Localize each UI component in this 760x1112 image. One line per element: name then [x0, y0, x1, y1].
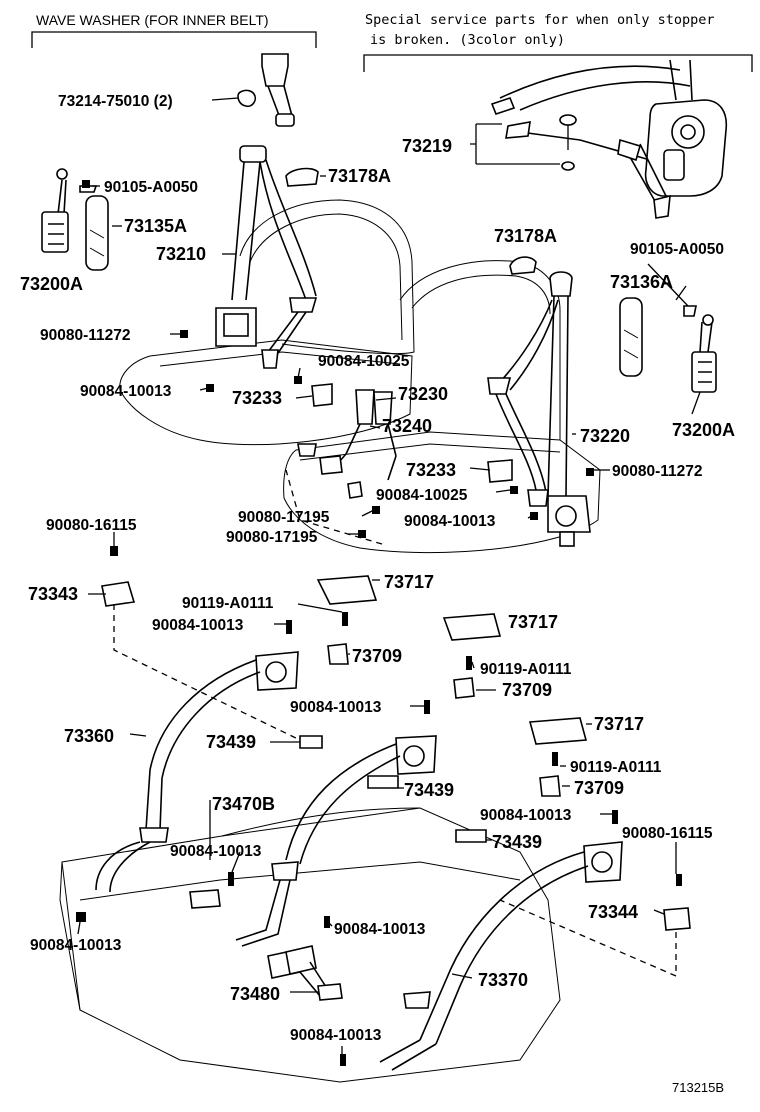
front-left-belt-73210: [215, 145, 318, 369]
label-73200A-right: 73200A: [672, 420, 735, 440]
label-73233-left: 73233: [232, 388, 282, 408]
label-73709-c: 73709: [574, 778, 624, 798]
front-right-belt-73220: [487, 271, 591, 547]
label-73200A-left: 73200A: [20, 274, 83, 294]
cover-73178A-left: [285, 167, 319, 187]
label-73360: 73360: [64, 726, 114, 746]
label-73439-c: 73439: [492, 832, 542, 852]
label-73219: 73219: [402, 136, 452, 156]
label-90119-A0111-a: 90119-A0111: [182, 595, 274, 612]
label-73135A: 73135A: [124, 216, 187, 236]
label-73439-a: 73439: [206, 732, 256, 752]
label-90105-A0050-right: 90105-A0050: [630, 241, 724, 258]
label-73480: 73480: [230, 984, 280, 1004]
label-73220: 73220: [580, 426, 630, 446]
label-73709-b: 73709: [502, 680, 552, 700]
label-73214-75010: 73214-75010 (2): [58, 93, 173, 110]
label-73136A: 73136A: [610, 272, 673, 292]
label-90080-11272-right: 90080-11272: [612, 463, 703, 480]
center-belt-73470B: [189, 735, 437, 947]
label-73709-a: 73709: [352, 646, 402, 666]
label-90084-10013-e: 90084-10013: [480, 807, 572, 824]
label-73240: 73240: [382, 416, 432, 436]
label-73343: 73343: [28, 584, 78, 604]
label-90080-17195-b: 90080-17195: [226, 529, 318, 546]
label-73178A-right: 73178A: [494, 226, 557, 246]
label-90119-A0111-b: 90119-A0111: [480, 661, 572, 678]
label-90080-16115-right: 90080-16115: [622, 825, 713, 842]
rear-left-belt-73360: [95, 581, 299, 893]
label-73717-c: 73717: [594, 714, 644, 734]
retractor-special-part: [490, 59, 728, 219]
labels: 73214-75010 (2) 90105-A0050 73178A 73135…: [20, 93, 735, 1095]
label-90080-17195-a: 90080-17195: [238, 509, 330, 526]
label-90084-10013-i: 90084-10013: [290, 1027, 382, 1044]
label-73717-b: 73717: [508, 612, 558, 632]
label-73344: 73344: [588, 902, 638, 922]
rear-right-belt-73370: [379, 841, 691, 1071]
label-90084-10013-h: 90084-10013: [30, 937, 122, 954]
label-90080-11272-left: 90080-11272: [40, 327, 131, 344]
label-90080-16115-left: 90080-16115: [46, 517, 137, 534]
label-73233-right: 73233: [406, 460, 456, 480]
label-90084-10013-c: 90084-10013: [152, 617, 244, 634]
wave-washer-part: [237, 53, 295, 127]
label-90105-A0050-left: 90105-A0050: [104, 179, 198, 196]
label-73470B: 73470B: [212, 794, 275, 814]
front-seat-outline-left: [119, 199, 415, 446]
label-90084-10013-d: 90084-10013: [290, 699, 382, 716]
diagram-reference: 713215B: [672, 1080, 724, 1095]
label-73717-a: 73717: [384, 572, 434, 592]
special-note-line2: is broken. (3color only): [370, 32, 565, 48]
rear-seat-outline: [59, 807, 561, 1083]
label-90084-10013-b: 90084-10013: [404, 513, 496, 530]
wave-washer-bracket: [31, 31, 317, 48]
rear-covers: [299, 575, 588, 843]
special-note-line1: Special service parts for when only stop…: [365, 12, 715, 28]
label-73370: 73370: [478, 970, 528, 990]
retractor-assembly-right: [619, 297, 717, 393]
label-73210: 73210: [156, 244, 206, 264]
label-73230: 73230: [398, 384, 448, 404]
label-90084-10025-top: 90084-10025: [318, 353, 410, 370]
label-73178A-left: 73178A: [328, 166, 391, 186]
label-90084-10013-f: 90084-10013: [170, 843, 262, 860]
cover-73178A-right: [509, 256, 537, 275]
label-90084-10013-g: 90084-10013: [334, 921, 426, 938]
dashed-lines: [113, 469, 677, 977]
label-73439-b: 73439: [404, 780, 454, 800]
retractor-assembly-left: [41, 168, 109, 271]
special-note-bracket: [363, 54, 753, 72]
wave-washer-note: WAVE WASHER (FOR INNER BELT): [36, 12, 269, 28]
label-90119-A0111-c: 90119-A0111: [570, 759, 662, 776]
rear-buckles-73480: [267, 945, 343, 1001]
label-90084-10025-bot: 90084-10025: [376, 487, 468, 504]
label-90084-10013-a: 90084-10013: [80, 383, 172, 400]
bolts: [76, 180, 682, 1066]
leader-lines: [77, 97, 701, 1054]
